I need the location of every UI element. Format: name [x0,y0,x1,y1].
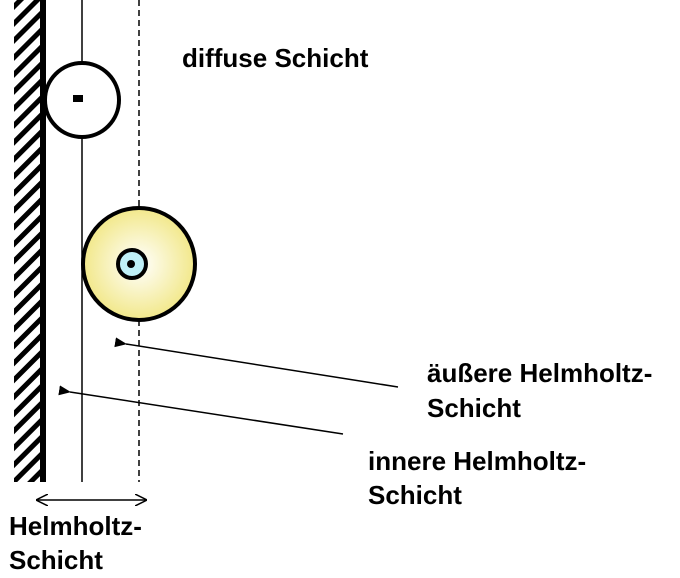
inner-helmholtz-label-line1: innere Helmholtz- [368,446,587,476]
helmholtz-layer-label-line1: Helmholtz- [9,511,142,541]
cation-charge-dot [127,260,135,268]
electrode-surface-line [40,0,46,482]
inner-helmholtz-label-line2: Schicht [368,480,462,510]
outer-helmholtz-label-line1: äußere Helmholtz- [427,358,653,388]
outer-helmholtz-label-line2: Schicht [427,393,521,423]
helmholtz-layer-label-line2: Schicht [9,545,103,575]
anion-charge-sign [73,95,83,102]
electrode-wall-hatching [14,0,40,482]
diffuse-layer-label: diffuse Schicht [182,43,369,73]
inner-helmholtz-arrow [58,385,344,435]
outer-helmholtz-arrow [114,337,399,388]
